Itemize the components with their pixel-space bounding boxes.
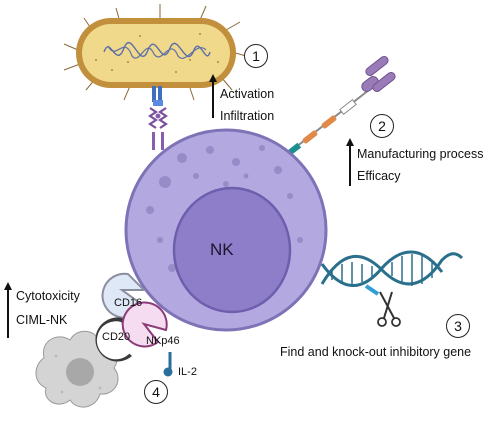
cd20-label: CD20 [102,331,131,343]
section-number-2: 2 [370,114,394,138]
section-1-line-1: Activation [220,87,275,101]
section-1-line-2: Infiltration [220,109,275,123]
activating-receptor-icon [148,86,168,150]
section-4-line-2: CIML-NK [16,313,68,327]
up-arrow-icon [346,138,354,186]
bacterium-icon [63,4,247,101]
il2-receptor-icon [163,352,173,377]
section-4-line-1: Cytotoxicity [16,289,80,303]
dna-helix-icon [320,250,464,296]
section-3-line-1: Find and knock-out inhibitory gene [280,345,472,359]
nkp46-label: NKp46 [146,335,180,347]
scissors-icon [377,291,401,327]
up-arrow-icon [4,282,12,338]
car-receptor-icon [281,55,396,159]
nk-cell-label: NK [210,240,234,259]
up-arrow-icon [209,74,217,118]
section-2-line-2: Efficacy [357,169,401,183]
section-number-1: 1 [244,44,268,68]
nkp46-receptor-icon [121,301,168,348]
section-number-3: 3 [446,314,470,338]
section-number-4: 4 [144,380,168,404]
il2-label: IL-2 [178,366,197,378]
nk-cell-icon [124,128,328,332]
cd16-label: CD16 [114,297,143,309]
section-2-line-1: Manufacturing process [357,147,484,161]
